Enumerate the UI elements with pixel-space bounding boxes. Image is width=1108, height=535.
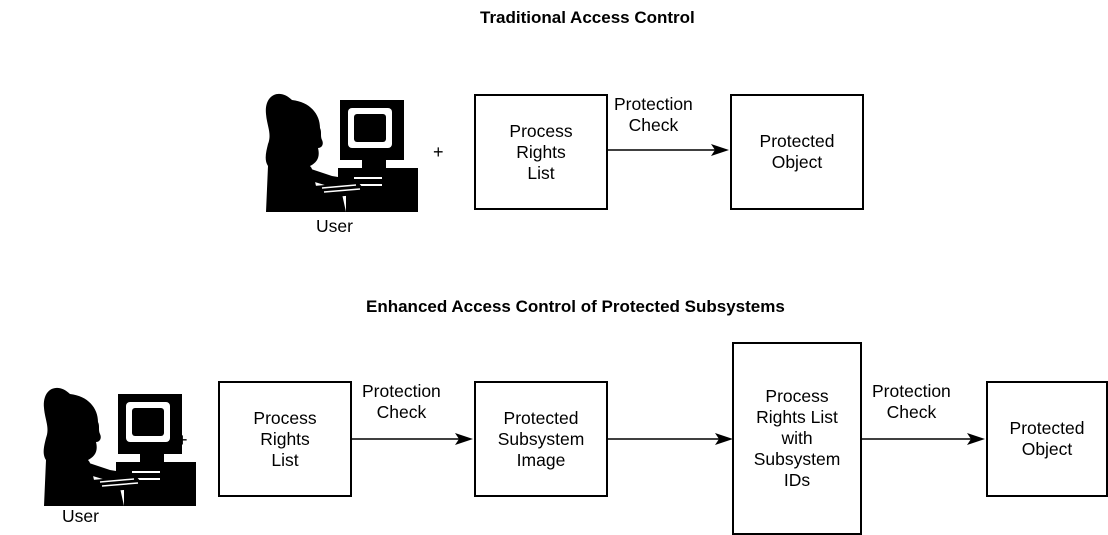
user-label: User	[62, 506, 99, 526]
user-label: User	[316, 216, 353, 236]
process-rights-list-box: Process Rights List	[218, 381, 352, 497]
traditional-title: Traditional Access Control	[480, 8, 695, 27]
user-at-computer-icon	[265, 93, 418, 212]
protection-check-label: Protection Check	[872, 381, 951, 422]
enhanced-title: Enhanced Access Control of Protected Sub…	[366, 297, 785, 316]
process-rights-list-with-subsystem-ids-box: Process Rights List with Subsystem IDs	[732, 342, 862, 535]
process-rights-list-box: Process Rights List	[474, 94, 608, 210]
plus-sign: +	[177, 430, 188, 450]
protected-object-box: Protected Object	[730, 94, 864, 210]
arrow-right-icon	[607, 433, 733, 445]
protected-subsystem-image-box: Protected Subsystem Image	[474, 381, 608, 497]
protection-check-label: Protection Check	[614, 94, 693, 135]
arrow-right-icon	[861, 433, 985, 445]
protection-check-label: Protection Check	[362, 381, 441, 422]
user-at-computer-icon	[43, 387, 196, 506]
protected-object-box: Protected Object	[986, 381, 1108, 497]
plus-sign: +	[433, 142, 444, 162]
arrow-right-icon	[607, 144, 729, 156]
arrow-right-icon	[351, 433, 473, 445]
